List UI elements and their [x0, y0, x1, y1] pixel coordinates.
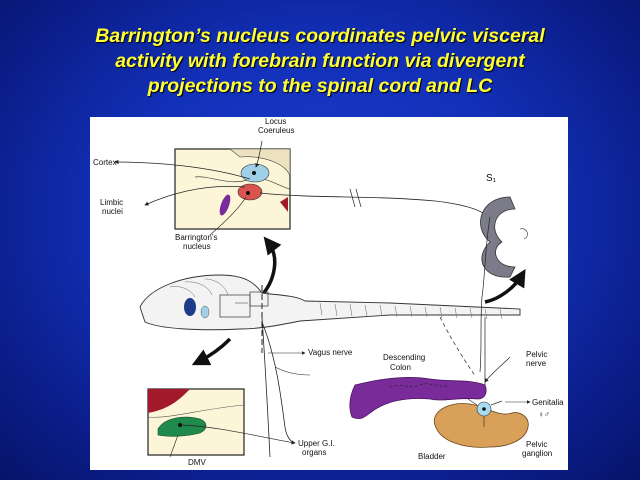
label-coeruleus: Coeruleus [258, 126, 294, 135]
label-pelvic-ganglion-2: ganglion [522, 449, 552, 458]
arrow-to-dmv-inset [191, 337, 232, 366]
label-sex-symbols: ♀♂ [538, 410, 550, 419]
label-genitalia: Genitalia [532, 398, 564, 407]
rat-cns-outline [139, 274, 521, 353]
label-pelvic-nerve-1: Pelvic [526, 350, 547, 359]
label-limbic: Limbic [100, 198, 123, 207]
arrow-to-s1 [484, 268, 526, 304]
pelvic-ganglion [467, 398, 531, 427]
slide-title: Barrington’s nucleus coordinates pelvic … [40, 24, 600, 99]
title-line-1: Barrington’s nucleus coordinates pelvic … [95, 25, 545, 47]
diagram-figure: Locus Coeruleus Cortex Limbic nuclei Bar… [90, 117, 568, 470]
dmv-inset [147, 388, 296, 458]
label-colon: Colon [390, 363, 411, 372]
label-barringtons: Barrington’s [175, 233, 218, 242]
label-bladder: Bladder [418, 452, 446, 461]
title-line-2: activity with forebrain function via div… [115, 50, 525, 72]
label-nucleus: nucleus [183, 242, 211, 251]
brainstem-inset [174, 148, 291, 230]
arrow-to-brainstem-inset [258, 236, 282, 299]
label-cortex: Cortex [93, 158, 117, 167]
label-pelvic-nerve-2: nerve [526, 359, 547, 368]
label-organs: organs [302, 448, 326, 457]
descending-colon [349, 377, 487, 420]
label-upper-gi: Upper G.I. [298, 439, 335, 448]
label-pelvic-ganglion-1: Pelvic [526, 440, 547, 449]
bladder [433, 403, 529, 448]
label-vagus-nerve: Vagus nerve [308, 348, 353, 357]
label-descending: Descending [383, 353, 425, 362]
label-s1: S₁ [486, 173, 497, 184]
barringtons-nucleus-region [237, 183, 263, 201]
label-nuclei: nuclei [102, 207, 123, 216]
title-line-3: projections to the spinal cord and LC [147, 75, 493, 97]
label-locus: Locus [265, 117, 286, 126]
label-dmv: DMV [188, 458, 206, 467]
pathway-diagram: Locus Coeruleus Cortex Limbic nuclei Bar… [93, 117, 564, 467]
